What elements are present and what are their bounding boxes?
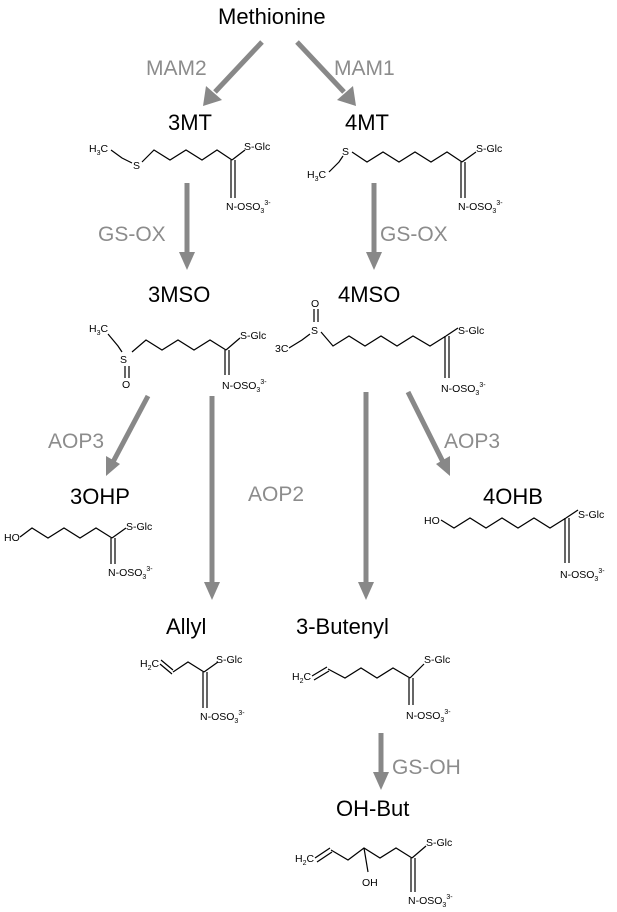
atom-n-oso3: N-OSO33-: [108, 566, 153, 581]
structure-3-butenyl: H2C S-Glc N-OSO33-: [292, 654, 451, 724]
enzyme-gsoh: GS-OH: [392, 756, 461, 779]
arrow-aop2-left: [204, 396, 220, 600]
atom-n-oso3: N-OSO33-: [226, 200, 271, 215]
enzyme-aop3-left: AOP3: [48, 430, 104, 453]
structure-4ohb: HO S-Glc N-OSO33-: [424, 509, 605, 583]
atom-s-glc: S-Glc: [476, 143, 502, 155]
atom-h3c: H3C: [89, 323, 109, 337]
compound-allyl: Allyl: [166, 614, 206, 639]
enzyme-mam2: MAM2: [146, 57, 207, 80]
arrows: [106, 40, 450, 790]
atom-s: S: [133, 160, 140, 172]
atom-n-oso3: N-OSO33-: [406, 709, 451, 724]
atom-ho: HO: [4, 532, 20, 544]
atom-h3c: H3C: [307, 169, 327, 183]
atom-h3c: 3C: [275, 343, 289, 355]
compound-4mt: 4MT: [345, 110, 389, 135]
atom-n-oso3: N-OSO33-: [408, 894, 453, 909]
atom-s-glc: S-Glc: [216, 654, 242, 666]
atom-n-oso3: N-OSO33-: [222, 379, 267, 394]
atom-o: O: [311, 298, 319, 310]
atom-n-oso3: N-OSO33-: [458, 200, 503, 215]
arrow-mam1: [295, 40, 356, 106]
atom-h2c: H2C: [295, 853, 315, 867]
structure-oh-but: H2C OH S-Glc N-OSO33-: [295, 837, 453, 909]
compound-3mso: 3MSO: [148, 282, 210, 307]
arrow-aop3-left: [106, 394, 151, 476]
structure-4mt: H3C S S-Glc N-OSO33-: [307, 143, 503, 215]
arrow-gsoh: [373, 733, 389, 790]
atom-h2c: H2C: [292, 671, 312, 685]
compound-4ohb: 4OHB: [483, 484, 543, 509]
atom-n-oso3: N-OSO33-: [441, 382, 486, 397]
atom-s-glc: S-Glc: [244, 141, 270, 153]
enzyme-aop3-right: AOP3: [444, 430, 500, 453]
enzyme-labels: MAM2 MAM1 GS-OX GS-OX AOP3 AOP2 AOP3 GS-…: [48, 57, 500, 779]
atom-s-glc: S-Glc: [240, 330, 266, 342]
compound-labels: Methionine 3MT 4MT 3MSO 4MSO 3OHP 4OHB A…: [70, 4, 543, 821]
enzyme-gsox-left: GS-OX: [98, 223, 166, 246]
arrow-gsox-right: [366, 183, 382, 270]
atom-oh: OH: [362, 877, 378, 889]
atom-s-glc: S-Glc: [578, 509, 604, 521]
structure-3mso: H3C S O S-Glc N-OSO33-: [89, 323, 267, 394]
atom-s-glc: S-Glc: [458, 325, 484, 337]
structure-3ohp: HO S-Glc N-OSO33-: [4, 521, 153, 581]
atom-h3c: H3C: [89, 143, 109, 157]
arrow-aop3-right: [405, 390, 450, 476]
atom-n-oso3: N-OSO33-: [560, 568, 605, 583]
atom-h2c: H2C: [140, 658, 160, 672]
structure-3mt: H3C S S-Glc N-OSO33-: [89, 141, 271, 215]
arrow-mam2: [203, 40, 264, 106]
atom-o: O: [122, 379, 130, 391]
compound-3mt: 3MT: [168, 110, 212, 135]
enzyme-mam1: MAM1: [334, 57, 395, 80]
enzyme-gsox-right: GS-OX: [380, 223, 448, 246]
atom-ho: HO: [424, 515, 440, 527]
atom-s: S: [342, 146, 349, 158]
atom-s-glc: S-Glc: [126, 521, 152, 533]
structure-allyl: H2C S-Glc N-OSO33-: [140, 654, 245, 725]
atom-s: S: [120, 354, 127, 366]
arrow-aop2-right: [358, 392, 374, 600]
compound-4mso: 4MSO: [338, 282, 400, 307]
arrow-gsox-left: [179, 183, 195, 270]
atom-s: S: [311, 325, 318, 337]
compound-oh-but: OH-But: [336, 796, 409, 821]
structure-4mso: O S 3C S-Glc N-OSO33-: [275, 298, 486, 397]
enzyme-aop2: AOP2: [248, 483, 304, 506]
atom-s-glc: S-Glc: [424, 654, 450, 666]
compound-methionine: Methionine: [218, 4, 326, 29]
compound-3-butenyl: 3-Butenyl: [296, 614, 389, 639]
atom-n-oso3: N-OSO33-: [200, 710, 245, 725]
atom-s-glc: S-Glc: [426, 837, 452, 849]
compound-3ohp: 3OHP: [70, 484, 130, 509]
